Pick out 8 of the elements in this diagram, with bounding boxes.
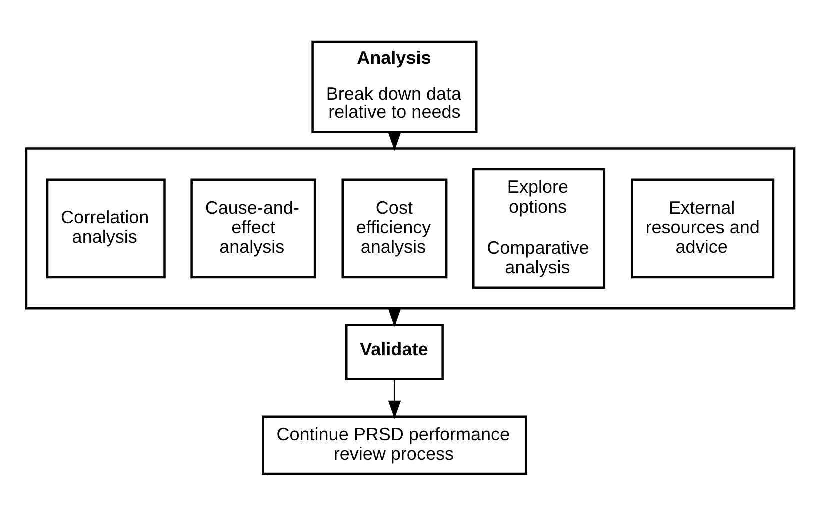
node-box: Correlation analysis: [46, 178, 166, 279]
node-box: External resources and advice: [631, 178, 775, 279]
node-box: Cost efficiency analysis: [342, 178, 448, 279]
node-box: Cause-and-effect analysis: [190, 178, 316, 279]
node-box: Validate: [346, 324, 444, 380]
node-box: Explore options Comparative analysis: [472, 168, 606, 290]
node-box: Continue PRSD performance review process: [262, 416, 528, 476]
arrow: [388, 379, 402, 419]
